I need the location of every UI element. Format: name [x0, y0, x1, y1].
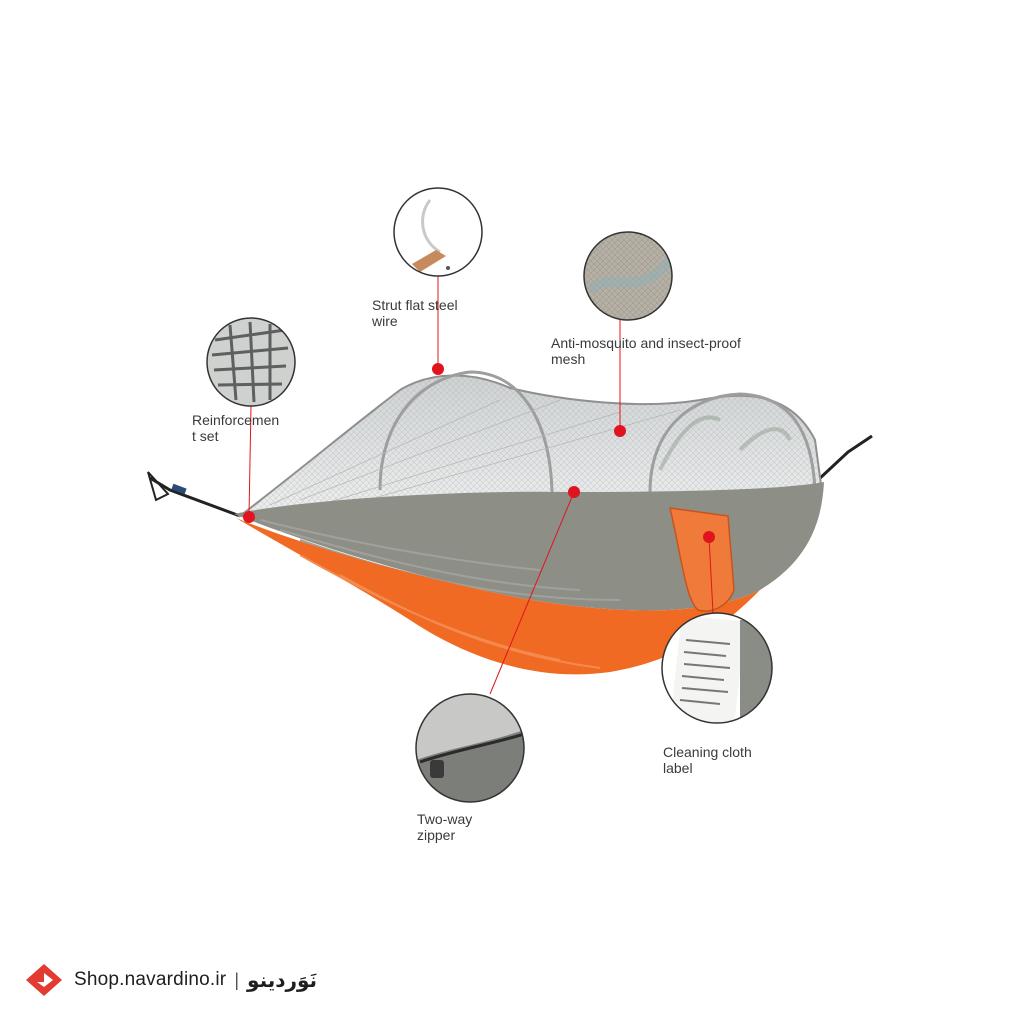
leader-reinforcement — [248, 405, 252, 517]
callout-strut-label: Strut flat steel wire — [372, 297, 458, 329]
mosquito-net-canopy — [236, 370, 824, 518]
brand-separator: | — [234, 969, 240, 990]
leader-lines — [248, 276, 714, 695]
leader-zipper — [489, 491, 575, 695]
callout-cleaning-label: Cleaning cloth label — [663, 744, 752, 776]
right-strap — [816, 434, 873, 482]
leader-cleaning — [708, 536, 714, 614]
detail-strut-wire — [393, 187, 483, 277]
left-strap — [147, 471, 241, 518]
brand-url: Shop.navardino.ir — [74, 969, 227, 990]
marker-reinforcement — [243, 511, 255, 523]
brand-name-persian: نَوَردینو — [247, 968, 318, 992]
brand-logo-icon — [26, 964, 62, 996]
detail-reinforcement — [206, 317, 296, 407]
storage-pocket — [669, 507, 735, 612]
detail-mesh — [583, 231, 673, 321]
markers — [243, 363, 715, 543]
marker-mesh — [614, 425, 626, 437]
callout-mesh-label: Anti-mosquito and insect-proof mesh — [551, 335, 741, 367]
brand-bar: Shop.navardino.ir | نَوَردینو — [26, 960, 317, 1000]
hammock-orange-body — [236, 518, 760, 675]
marker-strut — [432, 363, 444, 375]
detail-care-label — [661, 612, 773, 724]
callout-reinforcement-label: Reinforcemen t set — [192, 412, 280, 444]
detail-zipper — [415, 693, 525, 803]
callout-zipper-label: Two-way zipper — [417, 811, 473, 843]
marker-zipper — [568, 486, 580, 498]
marker-cleaning — [703, 531, 715, 543]
